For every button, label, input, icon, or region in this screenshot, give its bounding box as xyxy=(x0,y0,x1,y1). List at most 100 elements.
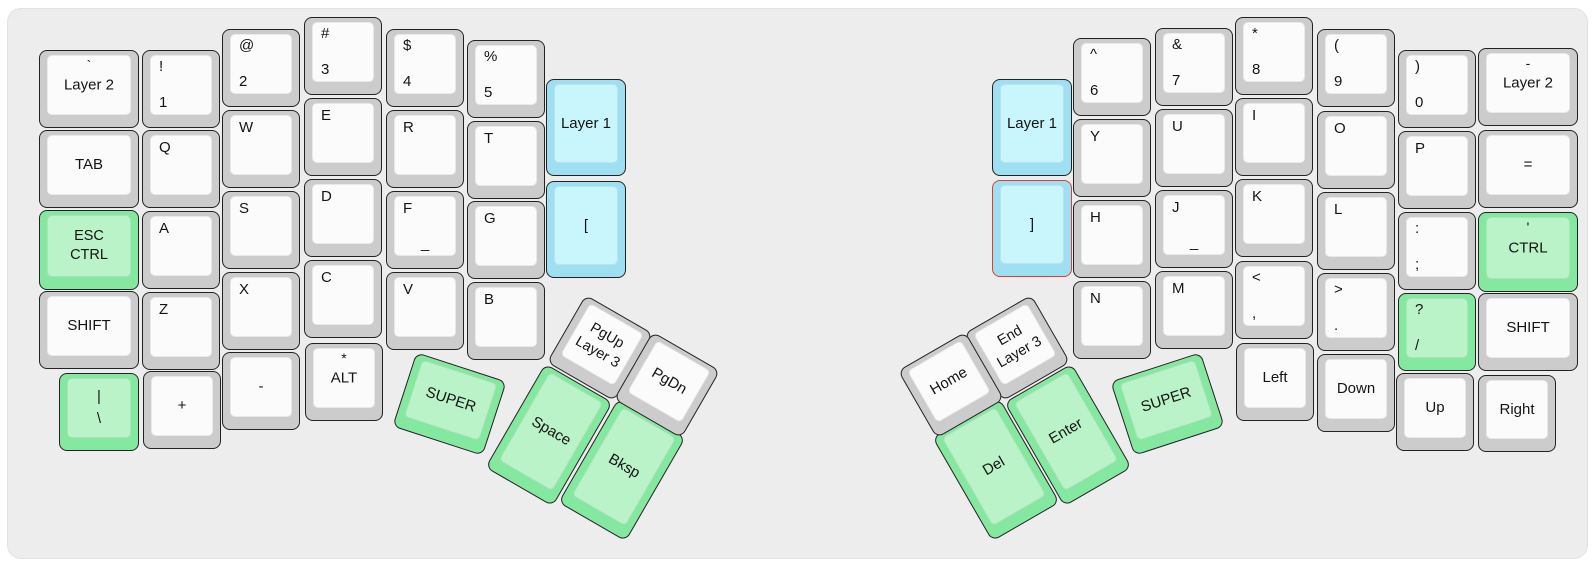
key-plus-legend-0: + xyxy=(177,397,187,415)
key-gt-period[interactable]: >. xyxy=(1317,273,1395,351)
key-m[interactable]: M xyxy=(1155,271,1233,349)
key-down-key[interactable]: Down xyxy=(1317,354,1395,432)
key-j-homing[interactable]: J_ xyxy=(1155,190,1233,268)
key-g-legend-0: G xyxy=(484,210,496,227)
key-q[interactable]: Q xyxy=(142,130,220,208)
key-w-legend-0: W xyxy=(239,119,254,136)
key-k[interactable]: K xyxy=(1235,179,1313,257)
keycap-top: A xyxy=(150,216,212,276)
key-m-legend-0: M xyxy=(1172,280,1185,297)
key-e-legend-0: E xyxy=(321,107,332,124)
key-right-key[interactable]: Right xyxy=(1478,375,1556,452)
key-lbracket[interactable]: [ xyxy=(546,181,626,278)
key-t[interactable]: T xyxy=(467,121,545,199)
key-hash-3[interactable]: #3 xyxy=(304,17,382,95)
key-super-left[interactable]: SUPER xyxy=(392,352,507,456)
key-p[interactable]: P xyxy=(1398,131,1476,209)
key-f-homing[interactable]: F_ xyxy=(386,191,464,269)
key-left-key[interactable]: Left xyxy=(1236,343,1314,421)
key-layer1-right[interactable]: Layer 1 xyxy=(992,79,1072,176)
key-hash-3-legend-1: 3 xyxy=(321,60,330,78)
key-colon-semi-legend-0: : xyxy=(1415,220,1420,237)
key-lparen-9-legend-0: ( xyxy=(1334,37,1339,54)
key-u[interactable]: U xyxy=(1155,109,1233,187)
keycap-top: &7 xyxy=(1163,33,1225,93)
key-plus[interactable]: + xyxy=(143,371,221,449)
key-lt-comma[interactable]: <, xyxy=(1235,261,1313,339)
key-excl-1[interactable]: !1 xyxy=(142,50,220,128)
key-grave-layer2[interactable]: `Layer 2 xyxy=(39,50,139,128)
keycap-top: :; xyxy=(1406,217,1468,277)
key-caret-6-legend-1: 6 xyxy=(1090,81,1099,99)
key-question-slash[interactable]: ?/ xyxy=(1398,293,1476,371)
key-s[interactable]: S xyxy=(222,191,300,269)
key-r[interactable]: R xyxy=(386,110,464,188)
keycap-top: Layer 1 xyxy=(554,84,618,163)
keycap-top: *8 xyxy=(1243,22,1305,82)
key-x[interactable]: X xyxy=(222,272,300,350)
key-up-key[interactable]: Up xyxy=(1396,373,1474,451)
keycap-top: Z xyxy=(150,297,212,357)
keycap-top: D xyxy=(312,184,374,244)
key-equals[interactable]: = xyxy=(1478,130,1578,208)
key-home-legend-0: Home xyxy=(927,364,971,399)
key-l[interactable]: L xyxy=(1317,192,1395,270)
key-rbracket[interactable]: ] xyxy=(992,180,1072,277)
key-h[interactable]: H xyxy=(1073,200,1151,278)
key-tab[interactable]: TAB xyxy=(39,130,139,208)
key-lbracket-legend-0: [ xyxy=(583,216,589,234)
key-i[interactable]: I xyxy=(1235,98,1313,176)
key-tab-legend-0: TAB xyxy=(74,156,104,174)
key-shift-left-legend-0: SHIFT xyxy=(67,317,111,335)
key-lparen-9[interactable]: (9 xyxy=(1317,29,1395,107)
key-star-alt[interactable]: *ALT xyxy=(305,343,383,421)
key-rparen-0[interactable]: )0 xyxy=(1398,50,1476,128)
key-a-legend-0: A xyxy=(159,220,170,237)
key-shift-right-legend-0: SHIFT xyxy=(1506,319,1550,337)
key-i-legend-0: I xyxy=(1252,107,1257,124)
key-n[interactable]: N xyxy=(1073,281,1151,359)
key-d[interactable]: D xyxy=(304,179,382,257)
key-dollar-4[interactable]: $4 xyxy=(386,29,464,107)
keycap-top: Up xyxy=(1404,378,1466,438)
key-colon-semi[interactable]: :; xyxy=(1398,212,1476,290)
key-e[interactable]: E xyxy=(304,98,382,176)
key-super-right[interactable]: SUPER xyxy=(1110,352,1225,456)
key-w[interactable]: W xyxy=(222,110,300,188)
key-g[interactable]: G xyxy=(467,201,545,279)
key-v[interactable]: V xyxy=(386,272,464,350)
keycap-top: E xyxy=(312,103,374,163)
key-shift-right[interactable]: SHIFT xyxy=(1478,293,1578,371)
key-quote-ctrl[interactable]: 'CTRL xyxy=(1478,212,1578,292)
key-y[interactable]: Y xyxy=(1073,119,1151,197)
key-o[interactable]: O xyxy=(1317,111,1395,189)
keycap-top: SHIFT xyxy=(47,296,131,356)
key-layer1-left-legend-0: Layer 1 xyxy=(560,114,612,132)
key-c[interactable]: C xyxy=(304,260,382,338)
keycap-top: 'CTRL xyxy=(1486,217,1570,279)
keycap-top: TAB xyxy=(47,135,131,195)
key-del-legend-0: Del xyxy=(979,453,1008,480)
key-at-2[interactable]: @2 xyxy=(222,29,300,107)
key-caret-6-legend-0: ^ xyxy=(1090,46,1098,63)
key-pct-5[interactable]: %5 xyxy=(467,40,545,118)
keycap-top: Down xyxy=(1325,359,1387,419)
key-caret-6[interactable]: ^6 xyxy=(1073,38,1151,116)
key-pct-5-legend-0: % xyxy=(484,48,498,65)
key-amp-7[interactable]: &7 xyxy=(1155,28,1233,106)
key-shift-left[interactable]: SHIFT xyxy=(39,291,139,369)
key-layer1-left[interactable]: Layer 1 xyxy=(546,79,626,176)
key-a[interactable]: A xyxy=(142,211,220,289)
key-minus-layer2[interactable]: -Layer 2 xyxy=(1478,48,1578,126)
keycap-top: N xyxy=(1081,286,1143,346)
key-z[interactable]: Z xyxy=(142,292,220,370)
keycap-top: W xyxy=(230,115,292,175)
key-minus-left[interactable]: - xyxy=(222,352,300,430)
key-star-8[interactable]: *8 xyxy=(1235,17,1313,95)
keycap-top: ^6 xyxy=(1081,43,1143,103)
key-b[interactable]: B xyxy=(467,282,545,360)
key-amp-7-legend-1: 7 xyxy=(1172,71,1181,89)
key-pipe-backslash[interactable]: |\ xyxy=(59,373,139,451)
key-star-8-legend-0: * xyxy=(1252,25,1258,42)
